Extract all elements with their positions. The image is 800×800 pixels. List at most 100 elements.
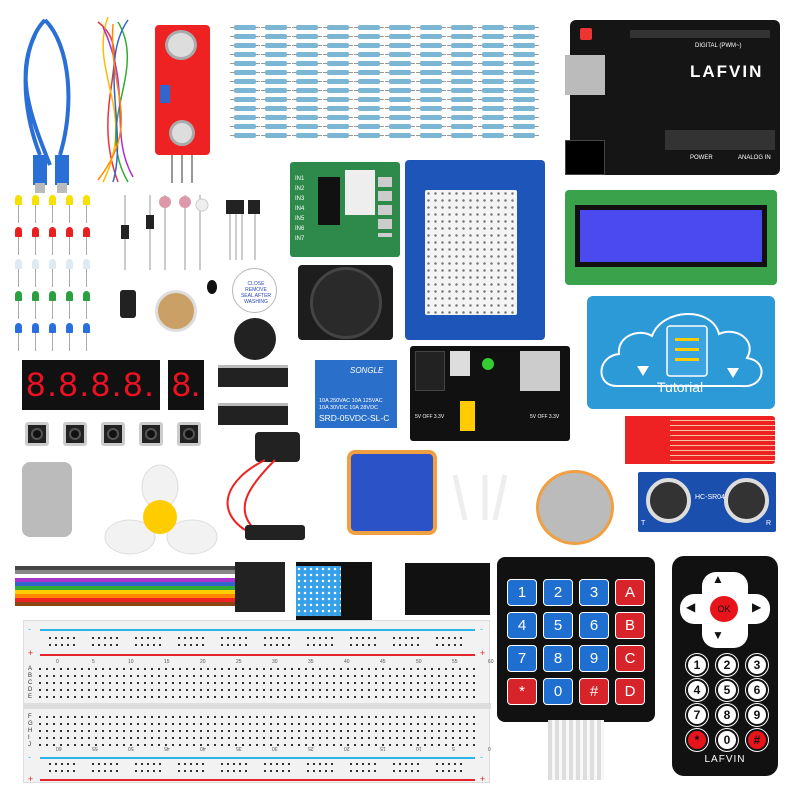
relay-rating: 10A 30VDC 10A 28VDC <box>319 405 379 411</box>
resistor <box>354 88 384 93</box>
tie-point <box>151 716 153 718</box>
tie-point <box>228 689 230 691</box>
resistor <box>230 61 260 66</box>
tie-point <box>207 696 209 698</box>
resistor <box>261 52 291 57</box>
led <box>66 259 73 269</box>
tie-point <box>424 737 426 739</box>
rail-hole <box>141 644 143 646</box>
resistor <box>292 106 322 111</box>
led-leg <box>52 237 53 255</box>
tie-point <box>431 682 433 684</box>
resistor <box>292 34 322 39</box>
led-leg <box>18 205 19 223</box>
tie-point <box>39 696 41 698</box>
tie-point <box>368 730 370 732</box>
rail-hole <box>245 770 247 772</box>
tie-point <box>375 668 377 670</box>
resistor <box>447 115 477 120</box>
four-digit-7-segment-display: 8.8.8.8. <box>22 360 160 410</box>
led-leg <box>35 333 36 351</box>
tie-point <box>116 689 118 691</box>
tie-point <box>165 696 167 698</box>
rail-hole <box>411 770 413 772</box>
tie-point <box>214 730 216 732</box>
resistor <box>509 61 539 66</box>
potentiometer <box>155 290 197 332</box>
tie-point <box>403 730 405 732</box>
tie-point <box>431 716 433 718</box>
tie-point <box>235 668 237 670</box>
tie-point <box>277 716 279 718</box>
column-number: 50 <box>416 659 422 665</box>
column-number: 0 <box>56 659 59 665</box>
tie-point <box>158 737 160 739</box>
tie-point <box>396 696 398 698</box>
tie-point <box>473 737 475 739</box>
tie-point <box>137 744 139 746</box>
rail-hole <box>67 637 69 639</box>
rail-hole <box>350 763 352 765</box>
tie-point <box>102 744 104 746</box>
rail-hole <box>98 763 100 765</box>
tutorial-card[interactable]: Tutorial <box>587 296 775 409</box>
tie-point <box>221 737 223 739</box>
rail-hole <box>135 637 137 639</box>
led-leg <box>52 301 53 319</box>
tie-point <box>221 716 223 718</box>
tie-point <box>102 737 104 739</box>
tie-point <box>466 682 468 684</box>
tie-point <box>340 716 342 718</box>
tie-point <box>340 696 342 698</box>
tie-point <box>256 689 258 691</box>
row-letter: B <box>28 673 33 679</box>
tie-point <box>382 730 384 732</box>
tie-point <box>368 689 370 691</box>
resistor <box>261 88 291 93</box>
rail-hole <box>110 763 112 765</box>
tie-point <box>410 730 412 732</box>
tie-point <box>67 716 69 718</box>
tie-point <box>39 675 41 677</box>
tie-point <box>438 682 440 684</box>
tie-point <box>186 730 188 732</box>
tie-point <box>424 682 426 684</box>
tie-point <box>312 675 314 677</box>
rail-hole <box>393 763 395 765</box>
tie-point <box>53 730 55 732</box>
tie-point <box>39 689 41 691</box>
tie-point <box>109 737 111 739</box>
resistor <box>261 133 291 138</box>
led-leg <box>86 237 87 255</box>
rail-sign: + <box>480 774 486 784</box>
led <box>32 323 39 333</box>
resistor <box>478 25 508 30</box>
rail-hole <box>55 770 57 772</box>
rail-hole <box>153 637 155 639</box>
tie-point <box>193 668 195 670</box>
tie-point <box>95 737 97 739</box>
rail-hole <box>116 644 118 646</box>
tie-point <box>165 737 167 739</box>
tie-point <box>410 744 412 746</box>
resistor <box>230 97 260 102</box>
rail-hole <box>442 637 444 639</box>
tie-point <box>109 689 111 691</box>
tie-point <box>158 730 160 732</box>
tie-point <box>95 723 97 725</box>
tie-point <box>60 682 62 684</box>
resistor <box>292 52 322 57</box>
resistor <box>416 79 446 84</box>
resistor <box>354 70 384 75</box>
remote-key: 1 <box>686 654 708 676</box>
tie-point <box>375 689 377 691</box>
tie-point <box>88 723 90 725</box>
tie-point <box>53 737 55 739</box>
fan-propeller <box>104 464 218 555</box>
tie-point <box>67 696 69 698</box>
tie-point <box>186 668 188 670</box>
rail-hole <box>448 637 450 639</box>
tie-point <box>410 668 412 670</box>
rail-hole <box>350 644 352 646</box>
resistor <box>478 106 508 111</box>
